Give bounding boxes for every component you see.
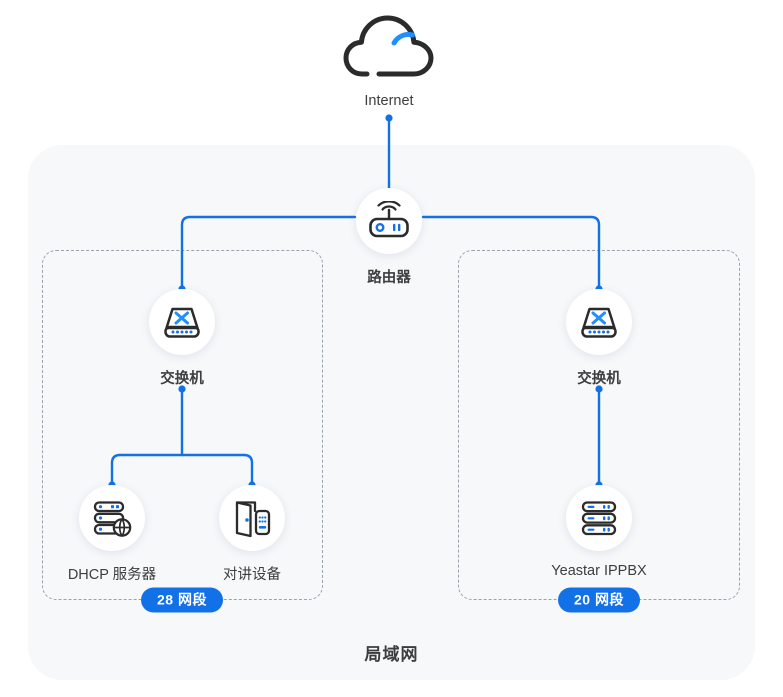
node-router-disc bbox=[356, 188, 422, 254]
node-router[interactable]: 路由器 bbox=[314, 188, 464, 287]
node-internet[interactable]: Internet bbox=[289, 12, 489, 109]
node-switch-left[interactable]: 交换机 bbox=[107, 289, 257, 388]
node-intercom-device-label: 对讲设备 bbox=[223, 567, 281, 583]
network-switch-icon bbox=[164, 307, 200, 338]
cloud-icon bbox=[343, 15, 434, 77]
lan-title: 局域网 bbox=[364, 645, 419, 664]
node-yeastar-ippbx-disc bbox=[566, 485, 632, 551]
node-intercom-device[interactable]: 对讲设备 bbox=[177, 485, 327, 584]
node-dhcp-server-disc bbox=[79, 485, 145, 551]
node-switch-right-disc bbox=[566, 289, 632, 355]
router-icon bbox=[369, 201, 409, 238]
node-dhcp-server-label: DHCP 服务器 bbox=[67, 567, 157, 583]
intercom-device-icon bbox=[235, 501, 271, 538]
node-switch-left-label: 交换机 bbox=[160, 371, 204, 387]
node-yeastar-ippbx[interactable]: Yeastar IPPBX bbox=[524, 485, 674, 579]
node-internet-label: Internet bbox=[364, 93, 414, 109]
node-switch-right[interactable]: 交换机 bbox=[524, 289, 674, 388]
node-switch-left-disc bbox=[149, 289, 215, 355]
node-intercom-device-disc bbox=[219, 485, 285, 551]
node-switch-right-label: 交换机 bbox=[577, 371, 621, 387]
node-yeastar-ippbx-label: Yeastar IPPBX bbox=[551, 563, 647, 579]
ippbx-server-icon bbox=[581, 501, 617, 536]
node-dhcp-server[interactable]: DHCP 服务器 bbox=[37, 485, 187, 584]
segment-badge-right[interactable]: 20 网段 bbox=[558, 587, 640, 613]
dhcp-server-icon bbox=[93, 501, 132, 538]
node-router-label: 路由器 bbox=[367, 270, 411, 286]
segment-badge-left[interactable]: 28 网段 bbox=[141, 587, 223, 613]
network-switch-icon bbox=[581, 307, 617, 338]
